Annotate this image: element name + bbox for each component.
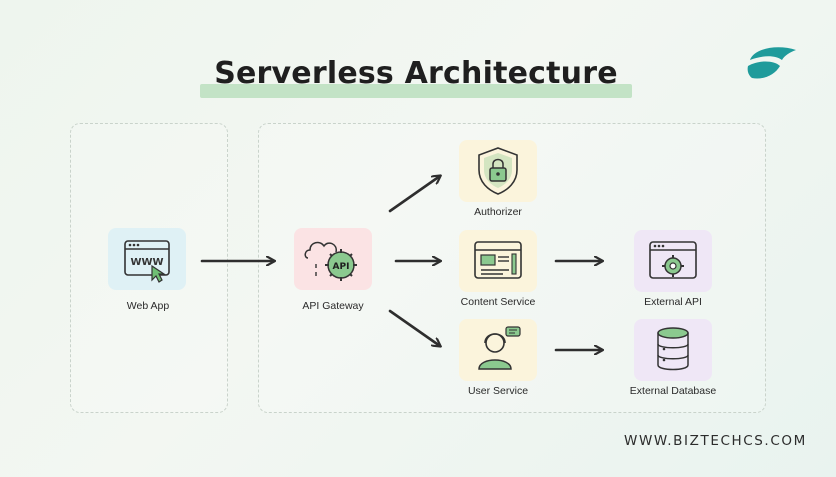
- arrow-gateway-to-authorizer: [388, 176, 440, 213]
- web-app-label: Web App: [126, 300, 170, 312]
- api-window-gear-icon: [649, 241, 697, 279]
- content-service-label: Content Service: [460, 296, 536, 308]
- node-user-service: [459, 319, 537, 381]
- node-web-app: WWW: [108, 228, 186, 290]
- brand-logo: [744, 42, 800, 86]
- external-database-label: External Database: [629, 385, 717, 397]
- api-gateway-label: API Gateway: [302, 300, 364, 312]
- browser-www-icon: WWW: [124, 240, 170, 283]
- shield-lock-icon: [478, 147, 518, 195]
- user-service-label: User Service: [467, 385, 529, 397]
- title-highlight: [200, 84, 632, 98]
- api-glyph: API: [333, 262, 350, 272]
- arrow-gateway-to-user: [388, 309, 440, 346]
- user-headset-icon: [478, 326, 521, 370]
- cloud-api-gear-icon: API: [304, 241, 357, 281]
- website-url: WWW.BIZTECHCS.COM: [624, 433, 807, 449]
- title-block: Serverless Architecture: [200, 52, 632, 100]
- node-api-gateway: API: [294, 228, 372, 290]
- node-authorizer: [459, 140, 537, 202]
- content-window-icon: [474, 241, 522, 279]
- page-title: Serverless Architecture: [214, 56, 618, 91]
- node-external-database: [634, 319, 712, 381]
- external-api-label: External API: [644, 296, 702, 308]
- www-glyph: WWW: [130, 257, 163, 268]
- node-external-api: [634, 230, 712, 292]
- database-icon: [657, 327, 689, 371]
- node-content-service: [459, 230, 537, 292]
- authorizer-label: Authorizer: [474, 206, 522, 218]
